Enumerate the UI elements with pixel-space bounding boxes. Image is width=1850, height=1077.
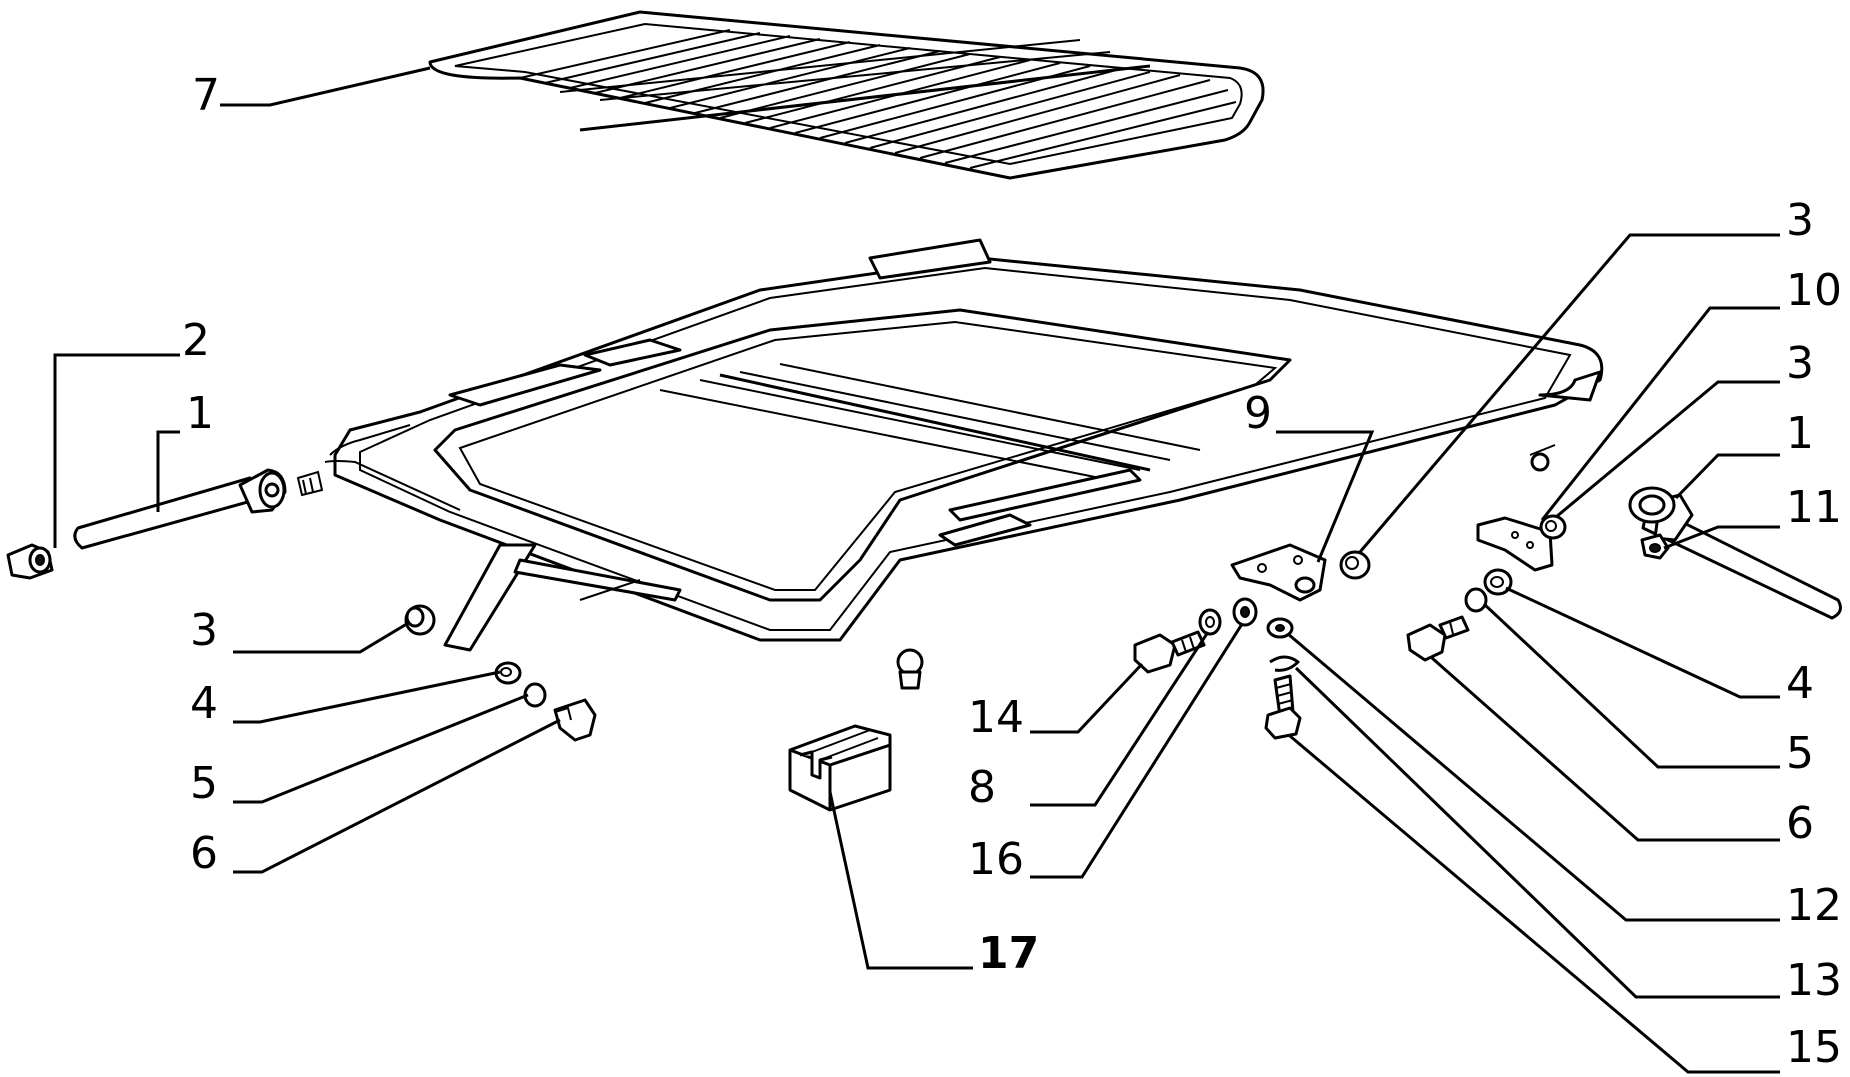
part-8-washer xyxy=(1198,608,1222,636)
callout-16: 16 xyxy=(968,834,1024,885)
part-7-roof-panel xyxy=(428,10,1265,180)
part-9-bracket xyxy=(1230,543,1327,602)
part-5-right-spring-washer xyxy=(1464,587,1488,613)
part-3-right-nut xyxy=(1539,514,1567,540)
callout-8: 8 xyxy=(968,762,996,813)
callout-4-right: 4 xyxy=(1786,658,1814,709)
callout-3-right: 3 xyxy=(1786,338,1814,389)
part-3-top-nut xyxy=(1339,550,1371,580)
callout-1-left: 1 xyxy=(186,388,214,439)
part-11-clip xyxy=(1640,533,1670,560)
part-17-block xyxy=(788,724,892,812)
callout-12: 12 xyxy=(1786,880,1842,931)
callout-labels: 7 2 1 3 4 5 6 17 14 8 16 9 3 10 3 1 11 4… xyxy=(182,70,1842,1073)
part-1-right-tube xyxy=(1628,486,1842,620)
callout-2: 2 xyxy=(182,315,210,366)
callout-1-right: 1 xyxy=(1786,408,1814,459)
part-10-clip xyxy=(1476,516,1554,572)
part-13-spring-washer xyxy=(1269,655,1300,672)
callout-9: 9 xyxy=(1244,388,1272,439)
part-4-right-washer xyxy=(1483,568,1513,596)
leader-lines xyxy=(53,66,1780,1074)
part-6-left-bolt xyxy=(553,698,597,742)
callout-5-right: 5 xyxy=(1786,728,1814,779)
callout-3-top: 3 xyxy=(1786,195,1814,246)
callout-7: 7 xyxy=(192,70,220,121)
part-16-washer xyxy=(1232,597,1258,627)
callout-6-left: 6 xyxy=(190,828,218,879)
part-6-right-bolt xyxy=(1406,615,1470,662)
part-3-left-nut xyxy=(404,604,436,636)
part-12-nut xyxy=(1266,617,1294,639)
callout-6-right: 6 xyxy=(1786,798,1814,849)
part-15-bolt xyxy=(1264,674,1302,740)
callout-4-left: 4 xyxy=(190,678,218,729)
callout-17: 17 xyxy=(978,928,1039,979)
part-2-end-cap xyxy=(6,543,54,580)
sunroof-frame xyxy=(324,238,1604,690)
callout-13: 13 xyxy=(1786,955,1842,1006)
callout-11: 11 xyxy=(1786,482,1842,533)
callout-14: 14 xyxy=(968,692,1024,743)
callout-15: 15 xyxy=(1786,1022,1842,1073)
callout-5-left: 5 xyxy=(190,758,218,809)
part-14-bolt xyxy=(1133,630,1206,674)
callout-10: 10 xyxy=(1786,265,1842,316)
callout-3-left: 3 xyxy=(190,605,218,656)
part-1-left-tube xyxy=(73,468,324,550)
